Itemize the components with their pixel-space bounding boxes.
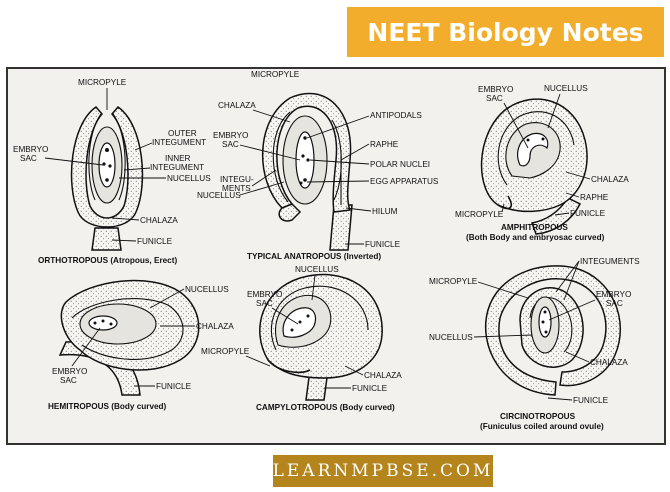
ana-label-embryo-sac-1: EMBRYO xyxy=(213,131,248,140)
ortho-label-embryo-sac-1: EMBRYO xyxy=(13,145,48,154)
ana-label-integuments-1: INTEGU- xyxy=(220,175,254,184)
hemi-label-embryo-sac-1: EMBRYO xyxy=(52,367,87,376)
campy-caption: CAMPYLOTROPOUS (Body curved) xyxy=(256,403,395,412)
amphitropous-diagram: EMBRYO SAC NUCELLUS CHALAZA RAPHE MICROP… xyxy=(455,84,629,242)
amphi-caption-2: (Both Body and embryosac curved) xyxy=(466,233,605,242)
ortho-label-inner-2: INTEGUMENT xyxy=(150,163,204,172)
circ-caption-2: (Funiculus coiled around ovule) xyxy=(480,422,604,431)
circ-funicle-coil xyxy=(484,265,622,396)
ortho-label-nucellus: NUCELLUS xyxy=(167,174,211,183)
hemi-label-embryo-sac-2: SAC xyxy=(60,376,77,385)
ana-label-nucellus: NUCELLUS xyxy=(197,191,241,200)
amphi-label-embryo-sac-1: EMBRYO xyxy=(478,85,513,94)
ana-label-integuments-2: MENTS xyxy=(222,184,251,193)
amphi-label-raphe: RAPHE xyxy=(580,193,609,202)
ortho-outer-integument xyxy=(70,105,144,228)
ana-label-chalaza: CHALAZA xyxy=(218,101,256,110)
anatropous-diagram: MICROPYLE CHALAZA EMBRYO SAC INTEGU- MEN… xyxy=(197,70,439,261)
campy-label-nucellus: NUCELLUS xyxy=(295,265,339,274)
campy-label-chalaza: CHALAZA xyxy=(364,371,402,380)
amphi-caption: AMPHITROPOUS xyxy=(501,223,568,232)
amphi-label-funicle: FUNICLE xyxy=(570,209,606,218)
ortho-label-embryo-sac-2: SAC xyxy=(20,154,37,163)
ana-outer-integument-lower xyxy=(278,203,302,222)
ortho-label-inner-1: INNER xyxy=(165,154,191,163)
campy-label-embryo-sac-2: SAC xyxy=(256,299,273,308)
campylotropous-diagram: NUCELLUS EMBRYO SAC MICROPYLE CHALAZA FU… xyxy=(201,265,402,412)
ana-caption: TYPICAL ANATROPOUS (Inverted) xyxy=(247,252,381,261)
amphi-label-micropyle: MICROPYLE xyxy=(455,210,504,219)
amphi-funicle-stalk xyxy=(530,197,582,235)
ana-funicle-stalk xyxy=(329,204,353,251)
ortho-label-outer-1: OUTER xyxy=(168,129,197,138)
hemi-label-chalaza: CHALAZA xyxy=(196,322,234,331)
circ-label-chalaza: CHALAZA xyxy=(590,358,628,367)
circ-label-embryo-sac-2: SAC xyxy=(606,299,623,308)
ortho-caption: ORTHOTROPOUS (Atropous, Erect) xyxy=(38,256,177,265)
ana-label-polar-nuclei: POLAR NUCLEI xyxy=(370,160,430,169)
campy-label-embryo-sac-1: EMBRYO xyxy=(247,290,282,299)
ortho-label-chalaza: CHALAZA xyxy=(140,216,178,225)
circ-label-micropyle: MICROPYLE xyxy=(429,277,478,286)
hemi-label-nucellus: NUCELLUS xyxy=(185,285,229,294)
ana-label-egg-apparatus: EGG APPARATUS xyxy=(370,177,439,186)
hemi-label-funicle: FUNICLE xyxy=(156,382,192,391)
ortho-inner-integument xyxy=(88,113,126,201)
circ-caption: CIRCINOTROPOUS xyxy=(500,412,576,421)
footer-banner: LEARNMPBSE.COM xyxy=(273,455,493,487)
campy-label-funicle: FUNICLE xyxy=(352,384,388,393)
ana-label-raphe: RAPHE xyxy=(370,140,399,149)
campy-label-micropyle: MICROPYLE xyxy=(201,347,250,356)
ana-label-hilum: HILUM xyxy=(372,207,398,216)
ortho-label-funicle: FUNICLE xyxy=(137,237,173,246)
title-banner: NEET Biology Notes xyxy=(347,7,664,57)
circ-label-embryo-sac-1: EMBRYO xyxy=(596,290,631,299)
hemi-embryo-sac xyxy=(88,315,118,331)
ortho-label-outer-2: INTEGUMENT xyxy=(152,138,206,147)
amphi-label-embryo-sac-2: SAC xyxy=(486,94,503,103)
ortho-embryo-sac xyxy=(98,142,116,188)
ortho-funicle-stalk xyxy=(91,227,122,251)
ana-label-micropyle: MICROPYLE xyxy=(251,70,300,79)
orthotropous-diagram: MICROPYLE EMBRYO SAC OUTER INTEGUMENT IN… xyxy=(13,78,211,265)
circ-label-integuments: INTEGUMENTS xyxy=(580,257,640,266)
ana-body xyxy=(262,92,352,213)
ana-label-antipodals: ANTIPODALS xyxy=(370,111,422,120)
ana-label-embryo-sac-2: SAC xyxy=(222,140,239,149)
hemi-nucellus xyxy=(79,303,157,345)
page-title: NEET Biology Notes xyxy=(367,17,644,47)
hemitropous-diagram: NUCELLUS CHALAZA EMBRYO SAC FUNICLE HEMI… xyxy=(48,279,234,411)
amphi-label-nucellus: NUCELLUS xyxy=(544,84,588,93)
site-name: LEARNMPBSE.COM xyxy=(272,461,494,481)
amphi-label-chalaza: CHALAZA xyxy=(591,175,629,184)
circ-embryo-sac xyxy=(538,306,552,338)
circ-label-nucellus: NUCELLUS xyxy=(429,333,473,342)
ana-label-funicle: FUNICLE xyxy=(365,240,401,249)
ortho-label-micropyle: MICROPYLE xyxy=(78,78,127,87)
circ-label-funicle: FUNICLE xyxy=(573,396,609,405)
hemi-caption: HEMITROPOUS (Body curved) xyxy=(48,402,167,411)
circinotropous-diagram: MICROPYLE INTEGUMENTS EMBRYO SAC NUCELLU… xyxy=(429,257,640,431)
